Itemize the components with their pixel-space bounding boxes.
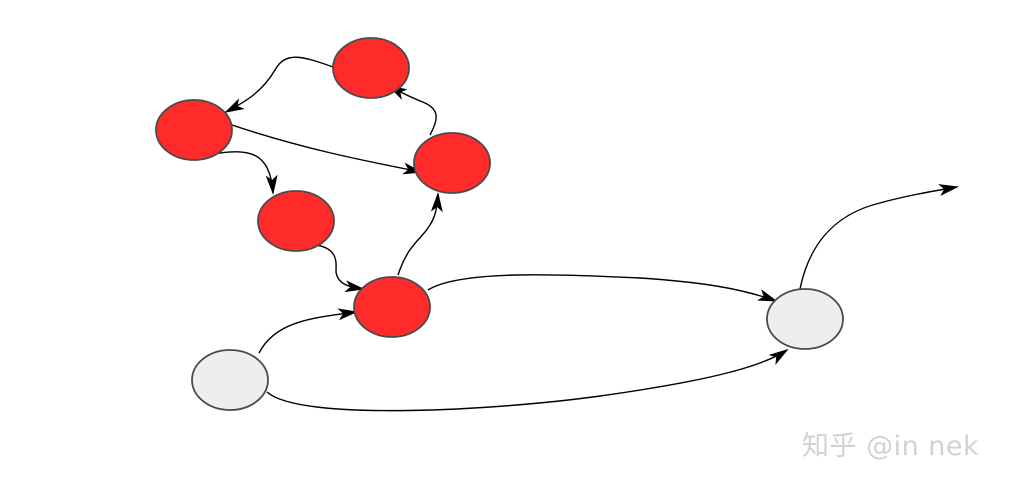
node-g2	[766, 288, 844, 350]
node-r1	[332, 37, 410, 99]
edge-g2-to-outside	[799, 184, 959, 290]
watermark-text: 知乎 @in nek	[802, 431, 980, 462]
node-r3	[257, 190, 335, 252]
node-r2	[155, 99, 233, 161]
edge-r2-to-r4	[228, 123, 423, 175]
node-r5	[353, 276, 431, 338]
edge-g1-to-g2	[266, 348, 789, 412]
node-r4	[413, 132, 491, 194]
edge-r3-to-r5	[302, 243, 365, 293]
edge-g1-to-r5	[258, 308, 358, 354]
edge-r5-to-r4	[397, 192, 443, 276]
edge-r2-to-r3	[212, 151, 278, 195]
edge-r1-to-r2	[224, 56, 334, 113]
edge-r4-to-r1	[387, 85, 437, 136]
nodes	[155, 37, 844, 411]
edge-r5-to-g2	[427, 274, 778, 302]
node-g1	[191, 349, 269, 411]
edges	[212, 56, 959, 412]
